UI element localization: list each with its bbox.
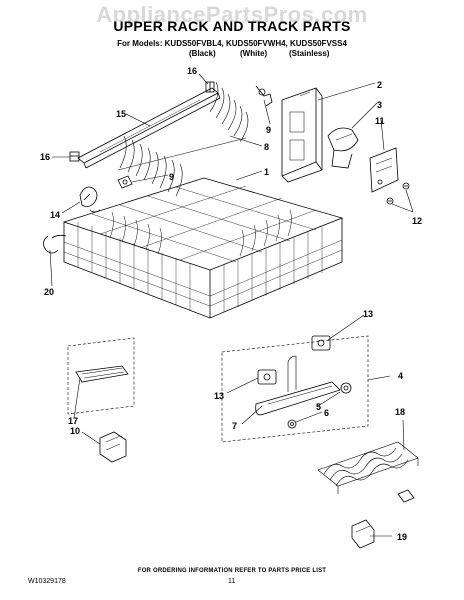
track-housing-part-2: [281, 87, 323, 183]
tine-row-part-8: [117, 81, 249, 197]
variant-black: (Black): [189, 49, 216, 58]
end-clip-part-16-top: [205, 81, 215, 93]
latch-part-10: [99, 431, 127, 463]
callout-4: 4: [398, 371, 403, 381]
roller-part-13: [257, 335, 331, 385]
wheel-clip-part-9-mid: [117, 175, 133, 189]
end-clip-part-16-left: [69, 151, 80, 162]
adjuster-part-14: [79, 186, 101, 213]
site-watermark: AppliancePartsPros.com: [96, 2, 368, 27]
callout-numbers: 16 15 16 14 20 9 9 8 1 2 3 11 12 13 13 4…: [40, 66, 422, 542]
wheel-clip-part-9-top: [255, 85, 273, 107]
dashed-group-part-4: [221, 335, 369, 443]
model-list: For Models: KUDS50FVBL4, KUDS50FVWH4, KU…: [117, 39, 347, 48]
shelf-clip-part-18: [397, 489, 415, 503]
callout-2: 2: [377, 80, 382, 90]
callout-10: 10: [70, 426, 80, 436]
callout-11: 11: [375, 116, 385, 126]
callout-13-upper: 13: [363, 309, 373, 319]
page-title: UPPER RACK AND TRACK PARTS: [113, 18, 351, 34]
callout-13-lower: 13: [214, 391, 224, 401]
callout-5: 5: [316, 402, 321, 412]
callout-leader-lines: [49, 73, 414, 537]
wheel-part-5-6: [287, 382, 352, 429]
callout-14: 14: [50, 210, 60, 220]
callout-7: 7: [232, 421, 237, 431]
document-number: W10329178: [28, 578, 66, 585]
ordering-note: FOR ORDERING INFORMATION REFER TO PARTS …: [137, 568, 327, 574]
screw-part-12: [386, 182, 410, 205]
callout-20: 20: [44, 287, 54, 297]
callout-8: 8: [264, 142, 269, 152]
wire-shelf-part-18: [317, 441, 419, 494]
bracket-part-11: [369, 147, 399, 193]
callout-16-top: 16: [187, 66, 197, 76]
callout-9-mid: 9: [169, 172, 174, 182]
rail-part-15: [77, 87, 221, 169]
variant-stainless: (Stainless): [289, 49, 330, 58]
track-rail-part-7: [255, 355, 341, 416]
track-cap-part-17: [75, 365, 129, 383]
callout-1: 1: [264, 167, 269, 177]
callout-6: 6: [324, 408, 329, 418]
callout-19: 19: [397, 532, 407, 542]
clip-part-19: [351, 519, 375, 549]
callout-17: 17: [68, 416, 78, 426]
callout-12: 12: [412, 216, 422, 226]
page-number: 11: [228, 578, 236, 585]
callout-15: 15: [116, 109, 126, 119]
callout-3: 3: [377, 100, 382, 110]
upper-rack-part-1: [62, 177, 344, 319]
callout-18: 18: [395, 407, 405, 417]
variant-white: (White): [240, 49, 268, 58]
dashed-group-part-17: [67, 337, 135, 415]
clip-part-3: [327, 127, 359, 169]
callout-9-top: 9: [266, 125, 271, 135]
callout-16-left: 16: [40, 152, 50, 162]
hook-part-20: [43, 234, 67, 254]
